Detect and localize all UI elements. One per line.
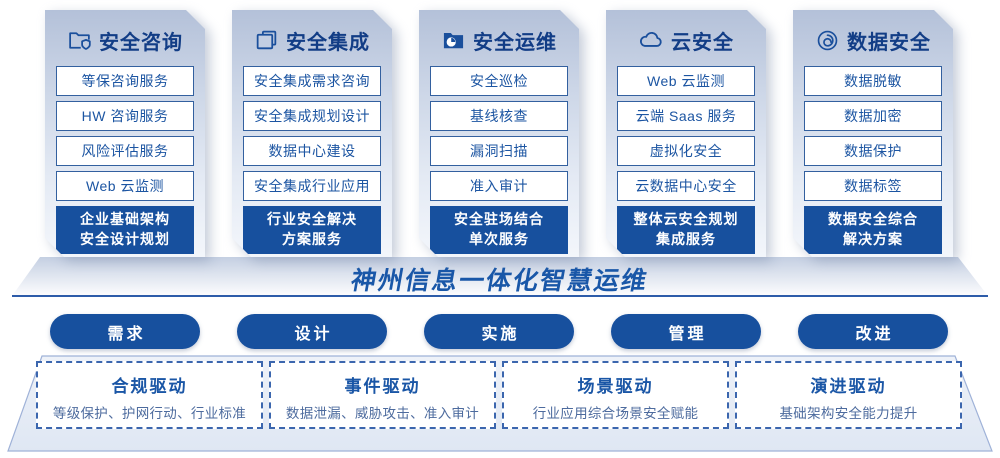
service-item: 风险评估服务 bbox=[56, 136, 194, 166]
driver-title: 事件驱动 bbox=[344, 377, 421, 396]
service-column-security-integration: 安全集成 安全集成需求咨询 安全集成规划设计 数据中心建设 安全集成行业应用 行… bbox=[232, 10, 392, 257]
service-item: 数据加密 bbox=[804, 101, 942, 131]
service-item: 虚拟化安全 bbox=[617, 136, 755, 166]
solution-line: 方案服务 bbox=[282, 231, 342, 247]
service-item: 安全巡检 bbox=[430, 66, 568, 96]
driver-title: 场景驱动 bbox=[577, 377, 654, 396]
column-header: 云安全 bbox=[606, 10, 766, 54]
service-column-cloud-security: 云安全 Web 云监测 云端 Saas 服务 虚拟化安全 云数据中心安全 整体云… bbox=[606, 10, 766, 257]
driver-box-scenario: 场景驱动 行业应用综合场景安全赋能 bbox=[502, 361, 729, 429]
solution-box: 整体云安全规划 集成服务 bbox=[617, 206, 755, 254]
service-item: 数据标签 bbox=[804, 171, 942, 201]
cloud-icon bbox=[638, 27, 664, 53]
column-header: 安全集成 bbox=[232, 10, 392, 54]
solution-box: 企业基础架构 安全设计规划 bbox=[56, 206, 194, 254]
solution-box: 数据安全综合 解决方案 bbox=[804, 206, 942, 254]
process-pill-implement: 实施 bbox=[424, 314, 574, 349]
solution-line: 单次服务 bbox=[469, 231, 529, 247]
service-item: Web 云监测 bbox=[56, 171, 194, 201]
banner-title: 神州信息一体化智慧运维 bbox=[348, 267, 651, 295]
service-item: 安全集成规划设计 bbox=[243, 101, 381, 131]
driver-subtitle: 数据泄漏、威胁攻击、准入审计 bbox=[285, 406, 480, 421]
driver-subtitle: 基础架构安全能力提升 bbox=[779, 406, 918, 421]
service-item: 漏洞扫描 bbox=[430, 136, 568, 166]
service-column-security-operations: 安全运维 安全巡检 基线核查 漏洞扫描 准入审计 安全驻场结合 单次服务 bbox=[419, 10, 579, 257]
fingerprint-icon bbox=[815, 28, 840, 53]
column-header: 安全咨询 bbox=[45, 10, 205, 54]
column-title: 安全咨询 bbox=[99, 31, 183, 54]
column-header: 数据安全 bbox=[793, 10, 953, 54]
copy-docs-icon bbox=[254, 28, 279, 53]
driver-subtitle: 行业应用综合场景安全赋能 bbox=[532, 406, 699, 421]
service-item: 数据保护 bbox=[804, 136, 942, 166]
solution-line: 安全驻场结合 bbox=[454, 211, 544, 228]
column-header: 安全运维 bbox=[419, 10, 579, 54]
service-item: 等保咨询服务 bbox=[56, 66, 194, 96]
column-title: 安全集成 bbox=[286, 31, 370, 54]
solution-box: 行业安全解决 方案服务 bbox=[243, 206, 381, 254]
driver-box-compliance: 合规驱动 等级保护、护网行动、行业标准 bbox=[36, 361, 263, 429]
service-item: HW 咨询服务 bbox=[56, 101, 194, 131]
service-item: 基线核查 bbox=[430, 101, 568, 131]
banner-band bbox=[12, 257, 988, 297]
process-pill-design: 设计 bbox=[237, 314, 387, 349]
service-item: 数据脱敏 bbox=[804, 66, 942, 96]
solution-line: 企业基础架构 bbox=[80, 211, 170, 228]
driver-subtitle: 等级保护、护网行动、行业标准 bbox=[52, 406, 247, 421]
solution-line: 集成服务 bbox=[656, 231, 716, 247]
solution-line: 整体云安全规划 bbox=[633, 211, 739, 228]
service-item: Web 云监测 bbox=[617, 66, 755, 96]
driver-box-event: 事件驱动 数据泄漏、威胁攻击、准入审计 bbox=[269, 361, 496, 429]
driver-box-evolution: 演进驱动 基础架构安全能力提升 bbox=[735, 361, 962, 429]
service-item: 云数据中心安全 bbox=[617, 171, 755, 201]
column-title: 云安全 bbox=[671, 31, 734, 54]
service-item: 云端 Saas 服务 bbox=[617, 101, 755, 131]
service-item: 数据中心建设 bbox=[243, 136, 381, 166]
column-title: 安全运维 bbox=[473, 31, 557, 54]
service-item: 安全集成需求咨询 bbox=[243, 66, 381, 96]
service-item: 安全集成行业应用 bbox=[243, 171, 381, 201]
solution-line: 行业安全解决 bbox=[267, 211, 357, 228]
process-pill-demand: 需求 bbox=[50, 314, 200, 349]
solution-box: 安全驻场结合 单次服务 bbox=[430, 206, 568, 254]
solution-line: 数据安全综合 bbox=[828, 211, 918, 228]
folder-clock-icon bbox=[441, 28, 466, 53]
column-title: 数据安全 bbox=[847, 31, 931, 54]
service-column-security-consulting: 安全咨询 等保咨询服务 HW 咨询服务 风险评估服务 Web 云监测 企业基础架… bbox=[45, 10, 205, 257]
process-pill-improve: 改进 bbox=[798, 314, 948, 349]
solution-line: 安全设计规划 bbox=[80, 231, 170, 247]
process-pill-manage: 管理 bbox=[611, 314, 761, 349]
folder-shield-icon bbox=[67, 28, 92, 53]
service-item: 准入审计 bbox=[430, 171, 568, 201]
solution-line: 解决方案 bbox=[843, 231, 903, 247]
driver-title: 合规驱动 bbox=[111, 377, 188, 396]
driver-title: 演进驱动 bbox=[810, 377, 887, 396]
service-column-data-security: 数据安全 数据脱敏 数据加密 数据保护 数据标签 数据安全综合 解决方案 bbox=[793, 10, 953, 257]
